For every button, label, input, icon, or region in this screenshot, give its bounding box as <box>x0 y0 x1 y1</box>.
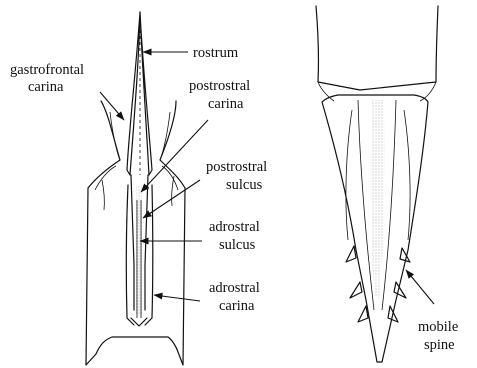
pointer-mobile-spine <box>406 270 434 304</box>
telson-carina-4 <box>404 110 410 240</box>
label-postrostral-sulcus-line1: postrostral <box>206 159 267 175</box>
label-adrostral-carina-line2: carina <box>219 298 255 314</box>
spine-left-3 <box>358 306 368 322</box>
left-carina-short <box>102 180 104 210</box>
telson-dorsal-view <box>316 6 438 362</box>
label-adrostral-sulcus-line2: sulcus <box>219 237 256 253</box>
adrostral-carina-left <box>126 185 134 325</box>
adrostral-carina-right <box>145 185 153 325</box>
postrostral-carina-line <box>131 175 134 310</box>
label-postrostral-sulcus-line2: sulcus <box>226 177 263 193</box>
segment-right-edge <box>420 82 436 101</box>
label-mobile-spine-line2: spine <box>424 337 455 353</box>
label-adrostral-carina-line1: adrostral <box>209 280 260 296</box>
postrostral-carina-line-right <box>145 175 148 310</box>
label-postrostral-carina-line1: postrostral <box>189 78 250 94</box>
label-mobile-spine-line1: mobile <box>418 319 458 335</box>
carapace-outline <box>86 101 185 365</box>
segment-outline <box>316 6 438 90</box>
rostrum-spike-right <box>140 12 152 175</box>
label-gastrofrontal-line2: carina <box>28 79 64 95</box>
rostrum-spike <box>127 12 140 175</box>
label-gastrofrontal-line1: gastrofrontal <box>10 62 84 78</box>
label-postrostral-carina-line2: carina <box>208 96 244 112</box>
carapace-dorsal-view <box>86 12 185 365</box>
left-orbit-curve <box>95 166 116 190</box>
spine-left-2 <box>350 282 362 298</box>
label-adrostral-sulcus-line1: adrostral <box>209 219 260 235</box>
label-rostrum: rostrum <box>193 45 239 61</box>
pointer-adrostral-carina <box>154 295 200 301</box>
telson-median-stipple <box>370 100 385 300</box>
spine-left-1 <box>346 246 356 262</box>
